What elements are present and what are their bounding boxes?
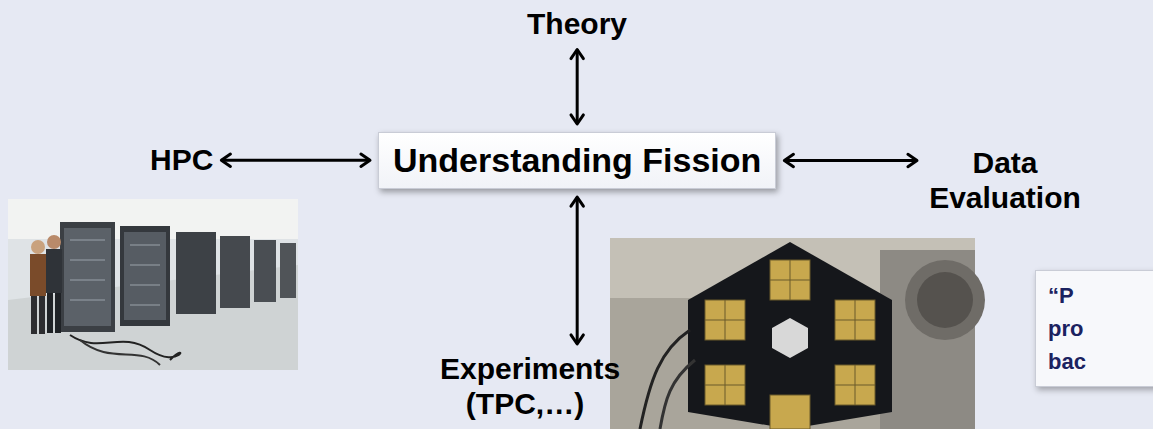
concept-label: Theory	[527, 7, 627, 42]
double-arrow	[571, 197, 583, 344]
supercomputer-photo	[8, 199, 298, 370]
node-text: Theory	[527, 7, 627, 42]
quote-box: “P pro bac	[1035, 270, 1153, 387]
concept-label: Data Evaluation	[925, 146, 1085, 215]
node-text: Data Evaluation	[925, 146, 1085, 215]
node-text: Understanding Fission	[393, 141, 761, 180]
double-arrow	[784, 154, 917, 166]
node-text: HPC	[150, 143, 213, 178]
central-box: Understanding Fission	[378, 132, 776, 189]
node-text: Experiments (TPC,…)	[440, 352, 610, 421]
tpc-detector-photo	[610, 238, 985, 429]
concept-label: Experiments (TPC,…)	[440, 352, 610, 421]
node-text: “P pro bac	[1048, 279, 1086, 378]
double-arrow	[221, 154, 370, 166]
concept-label: HPC	[150, 143, 213, 178]
double-arrow	[571, 50, 583, 125]
